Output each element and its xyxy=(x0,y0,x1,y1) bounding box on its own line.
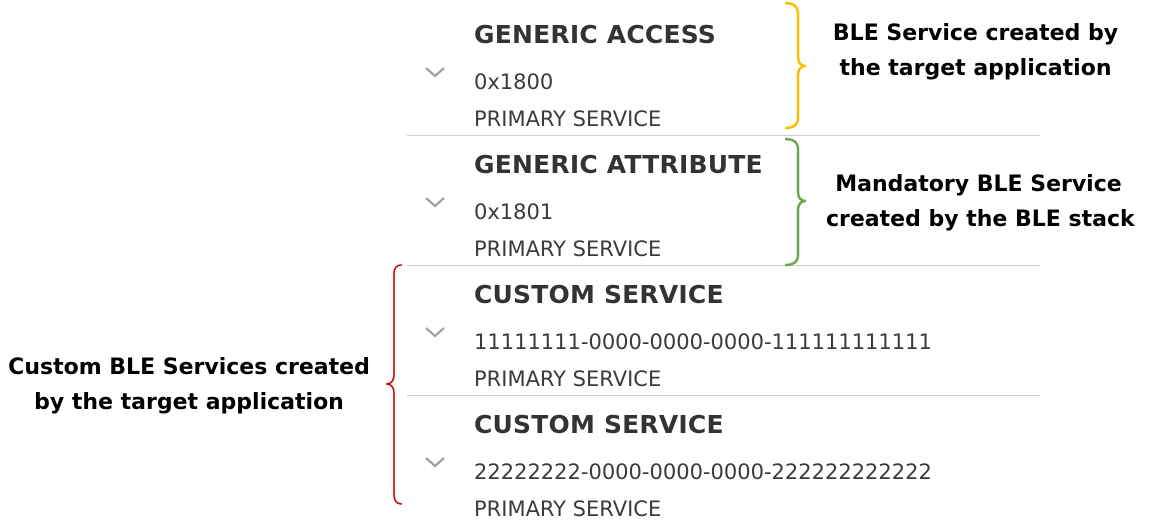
divider xyxy=(407,135,1040,136)
annotation-line: Custom BLE Services created xyxy=(8,355,370,380)
annotation-generic-attribute: Mandatory BLE Service created by the BLE… xyxy=(826,167,1135,237)
annotation-line: the target application xyxy=(839,56,1112,81)
service-uuid: 0x1801 xyxy=(474,200,554,224)
service-uuid: 11111111-0000-0000-0000-111111111111 xyxy=(474,330,932,354)
chevron-down-icon[interactable] xyxy=(423,454,447,470)
service-type: PRIMARY SERVICE xyxy=(474,237,662,261)
annotation-bracket-generic-attribute xyxy=(784,137,807,267)
annotation-bracket-generic-access xyxy=(784,1,807,130)
annotation-line: created by the BLE stack xyxy=(826,207,1135,232)
service-type: PRIMARY SERVICE xyxy=(474,497,662,521)
service-name: GENERIC ATTRIBUTE xyxy=(474,150,763,179)
service-uuid: 0x1800 xyxy=(474,70,554,94)
chevron-down-icon[interactable] xyxy=(423,324,447,340)
annotation-line: by the target application xyxy=(34,390,344,415)
annotation-generic-access: BLE Service created by the target applic… xyxy=(828,16,1123,86)
annotation-line: Mandatory BLE Service xyxy=(835,172,1122,197)
annotation-custom: Custom BLE Services created by the targe… xyxy=(4,350,374,420)
service-item-generic-attribute[interactable]: GENERIC ATTRIBUTE 0x1801 PRIMARY SERVICE xyxy=(407,136,1040,266)
service-type: PRIMARY SERVICE xyxy=(474,107,662,131)
divider xyxy=(407,265,1040,266)
service-name: CUSTOM SERVICE xyxy=(474,280,724,309)
chevron-down-icon[interactable] xyxy=(423,64,447,80)
divider xyxy=(407,395,1040,396)
service-item-generic-access[interactable]: GENERIC ACCESS 0x1800 PRIMARY SERVICE xyxy=(407,6,1040,136)
service-item-custom-1[interactable]: CUSTOM SERVICE 11111111-0000-0000-0000-1… xyxy=(407,266,1040,396)
service-type: PRIMARY SERVICE xyxy=(474,367,662,391)
annotation-line: BLE Service created by xyxy=(832,21,1119,46)
service-name: CUSTOM SERVICE xyxy=(474,410,724,439)
service-item-custom-2[interactable]: CUSTOM SERVICE 22222222-0000-0000-0000-2… xyxy=(407,396,1040,521)
chevron-down-icon[interactable] xyxy=(423,194,447,210)
annotation-bracket-custom xyxy=(385,264,403,505)
service-uuid: 22222222-0000-0000-0000-222222222222 xyxy=(474,460,932,484)
service-name: GENERIC ACCESS xyxy=(474,20,717,49)
